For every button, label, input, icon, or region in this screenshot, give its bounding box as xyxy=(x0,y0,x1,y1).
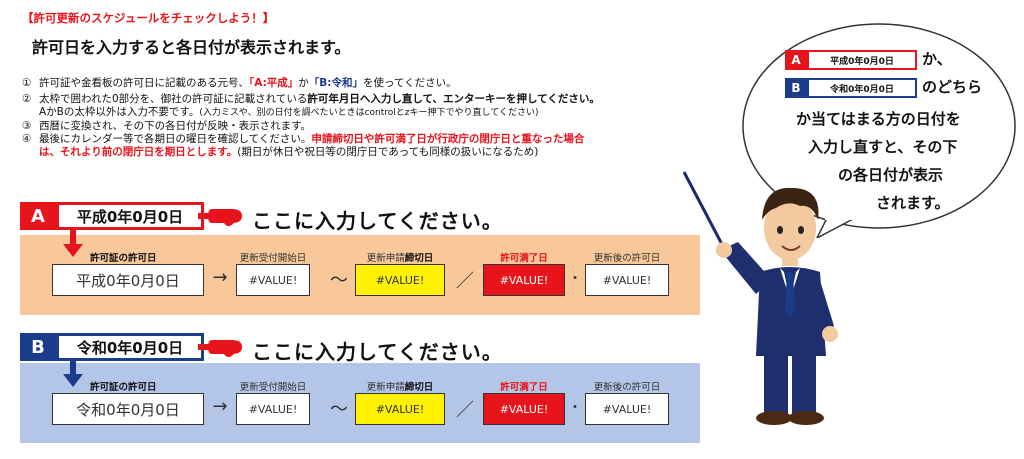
page-title: 【許可更新のスケジュールをチェックしよう！】 xyxy=(22,11,275,25)
start-date-cell: #VALUE! xyxy=(236,393,310,425)
page-subtitle: 許可日を入力すると各日付が表示されます。 xyxy=(32,38,351,57)
bubble-text-5: の各日付が表示 xyxy=(838,166,944,184)
dot-separator: ・ xyxy=(568,400,582,416)
bubble-text-6: されます。 xyxy=(876,194,950,212)
next-permit-cell: #VALUE! xyxy=(585,393,669,425)
bubble-text-3: か当てはまる方の日付を xyxy=(796,110,961,128)
label-next-permit: 更新後の許可日 xyxy=(593,382,661,393)
section-a-badge: A xyxy=(20,202,56,230)
slash-separator: ／ xyxy=(456,400,474,421)
tilde-separator: 〜 xyxy=(330,399,348,420)
permit-date-field[interactable]: 平成0年0月0日 xyxy=(52,264,204,296)
tilde-separator: 〜 xyxy=(330,270,348,291)
arrow-separator: → xyxy=(212,396,228,417)
bubble-badge-b: B xyxy=(785,78,807,98)
label-deadline: 更新申請締切日 xyxy=(366,382,434,393)
dot-separator: ・ xyxy=(568,271,582,287)
slash-separator: ／ xyxy=(456,271,474,292)
pointing-hand-icon xyxy=(198,340,242,357)
label-permit-date: 許可証の許可日 xyxy=(90,253,157,264)
arrow-separator: → xyxy=(212,267,228,288)
label-next-permit: 更新後の許可日 xyxy=(593,253,661,264)
section-b-badge: B xyxy=(20,333,56,361)
bubble-box-b: 令和0年0月0日 xyxy=(807,78,917,98)
bubble-box-a: 平成0年0月0日 xyxy=(807,50,917,70)
down-arrow-icon xyxy=(63,360,83,387)
label-expiry: 許可満了日 xyxy=(500,382,548,393)
section-a-era-input[interactable]: 平成0年0月0日 xyxy=(56,202,204,230)
permit-date-field[interactable]: 令和0年0月0日 xyxy=(52,393,204,425)
section-a-enter-label: ここに入力してください。 xyxy=(252,209,503,233)
bubble-text-4: 入力し直すと、その下 xyxy=(808,138,958,156)
label-start-date: 更新受付開始日 xyxy=(239,253,307,264)
businessman-figure xyxy=(682,171,838,425)
section-b-enter-label: ここに入力してください。 xyxy=(252,340,503,364)
label-start-date: 更新受付開始日 xyxy=(239,382,307,393)
start-date-cell: #VALUE! xyxy=(236,264,310,296)
label-expiry: 許可満了日 xyxy=(500,253,548,264)
bubble-text-1: か、 xyxy=(922,50,952,68)
speech-bubble xyxy=(742,23,1016,238)
instruction-2-note: AかBの太枠以外は入力不要です。(入力ミスや、別の日付を調べたいときはcontr… xyxy=(39,106,539,118)
down-arrow-icon xyxy=(63,230,83,257)
label-deadline: 更新申請締切日 xyxy=(366,253,434,264)
instruction-4-note: は、それより前の閉庁日を期日とします。(期日が休日や祝日等の閉庁日であっても同様… xyxy=(39,146,539,158)
expiry-cell: #VALUE! xyxy=(483,393,565,425)
bubble-badge-a: A xyxy=(785,50,807,70)
expiry-cell: #VALUE! xyxy=(483,264,565,296)
section-b-era-input[interactable]: 令和0年0月0日 xyxy=(56,333,204,361)
deadline-cell: #VALUE! xyxy=(355,264,445,296)
deadline-cell: #VALUE! xyxy=(355,393,445,425)
label-permit-date: 許可証の許可日 xyxy=(90,382,157,393)
pointing-hand-icon xyxy=(198,209,242,226)
bubble-text-2: のどちら xyxy=(922,78,983,96)
next-permit-cell: #VALUE! xyxy=(585,264,669,296)
